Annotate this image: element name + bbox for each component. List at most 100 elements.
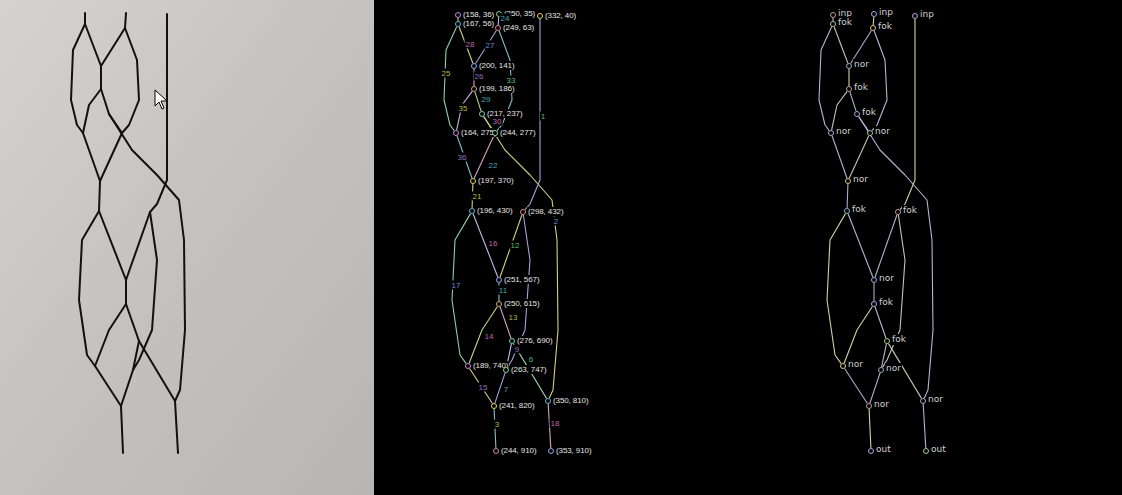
graph-node: (189, 740): [465, 363, 471, 369]
node-coordinate: (263, 747): [510, 365, 547, 374]
graph-edge: [832, 136, 847, 178]
typed-node: nor: [871, 277, 877, 283]
graph-edge: [484, 117, 558, 399]
hand-drawn-lines: [71, 13, 185, 453]
graph-edge: [850, 92, 856, 111]
node-type: fok: [878, 297, 894, 308]
graph-edge: [923, 404, 926, 448]
graph-edge: [819, 27, 832, 131]
graph-node: (353, 910): [548, 448, 554, 454]
graph-edge: [844, 307, 872, 364]
node-type: fok: [861, 107, 877, 118]
edge-number: 1: [540, 112, 546, 121]
edge-number: 3: [494, 420, 500, 429]
graph-edge: [525, 19, 540, 210]
node-coordinate: (250, 615): [503, 299, 540, 308]
graph-edge: [832, 91, 848, 130]
edge-number: 17: [451, 281, 462, 290]
edge-number: 6: [528, 355, 534, 364]
typed-node: nor: [867, 130, 873, 136]
edge-number: 9: [514, 345, 520, 354]
edge-number: 29: [481, 95, 492, 104]
typed-node: out: [868, 448, 874, 454]
graph-node: (332, 40): [537, 13, 543, 19]
typed-node: inp: [830, 12, 836, 18]
typed-node: fok: [871, 301, 877, 307]
node-coordinate: (158, 36): [462, 10, 495, 19]
graph-node: (263, 747): [503, 367, 509, 373]
node-type: fok: [851, 204, 867, 215]
node-coordinate: (298, 432): [527, 207, 564, 216]
edge-number: 2: [553, 217, 559, 226]
typed-node: fok: [830, 21, 836, 27]
typed-node: nor: [845, 178, 851, 184]
edge-number: 21: [472, 192, 483, 201]
graph-edge: [873, 17, 875, 25]
graph-node: (298, 432): [520, 209, 526, 215]
node-type: nor: [873, 399, 890, 410]
node-type: fok: [837, 17, 853, 28]
graph-edge: [847, 184, 849, 208]
graph-node: (244, 277): [492, 130, 498, 136]
graph-node: (241, 820): [491, 403, 497, 409]
node-coordinate: (332, 40): [544, 11, 577, 20]
node-coordinate: (244, 277): [499, 128, 536, 137]
typed-node: fok: [895, 209, 901, 215]
edge-number: 12: [510, 241, 521, 250]
edge-number: 11: [498, 286, 508, 295]
graph-node: (167, 56): [455, 21, 461, 27]
typed-node: nor: [840, 363, 846, 369]
graph-edge: [500, 307, 511, 338]
node-coordinate: (249, 63): [502, 23, 535, 32]
node-type: nor: [927, 394, 944, 405]
graph-edge: [457, 91, 473, 130]
edge-number: 22: [488, 161, 499, 170]
sketch-photo: [0, 0, 374, 495]
edge-number: 30: [492, 117, 503, 126]
edge-number: 35: [458, 104, 469, 113]
graph-edge: [470, 369, 493, 404]
graph-node: (199, 186): [471, 86, 477, 92]
typed-node: fok: [846, 86, 852, 92]
graph-edge: [859, 117, 933, 399]
node-type: nor: [847, 359, 864, 370]
graph-node: (244, 910): [493, 448, 499, 454]
node-coordinate: (276, 690): [516, 336, 553, 345]
graph-edge: [873, 283, 874, 301]
node-type: out: [930, 444, 947, 455]
graph-edge: [473, 214, 498, 277]
typed-node: fok: [854, 111, 860, 117]
paper: [0, 0, 374, 495]
graph-edge: [476, 31, 497, 64]
graph-edge: [875, 307, 886, 338]
edge-number: 25: [441, 69, 452, 78]
node-coordinate: (196, 430): [476, 206, 513, 215]
node-type: nor: [835, 126, 852, 137]
typed-node: nor: [866, 403, 872, 409]
graph-node: (249, 63): [495, 25, 501, 31]
edge-number: 24: [500, 14, 511, 23]
mouse-cursor: [155, 90, 167, 109]
node-type: fok: [902, 205, 918, 216]
node-type: nor: [853, 59, 870, 70]
node-type: fok: [853, 82, 869, 93]
edge-number: 15: [478, 383, 489, 392]
node-type: nor: [885, 363, 902, 374]
typed-node: inp: [912, 13, 918, 19]
edge-number: 16: [488, 239, 499, 248]
typed-node: fok: [844, 208, 850, 214]
graph-node: (196, 430): [469, 208, 475, 214]
graph-edge: [469, 307, 497, 364]
node-coordinate: (251, 567): [503, 275, 540, 284]
node-coordinate: (167, 56): [462, 19, 495, 28]
graph-edge: [875, 215, 897, 277]
graph-edge: [845, 369, 868, 404]
typed-node: nor: [846, 63, 852, 69]
graph-node: (197, 370): [470, 178, 476, 184]
graph-edge: [900, 19, 915, 210]
graph-edge: [474, 136, 494, 179]
typed-node: inp: [871, 11, 877, 17]
graph-edge: [444, 27, 457, 131]
graph-node: (276, 690): [509, 338, 515, 344]
